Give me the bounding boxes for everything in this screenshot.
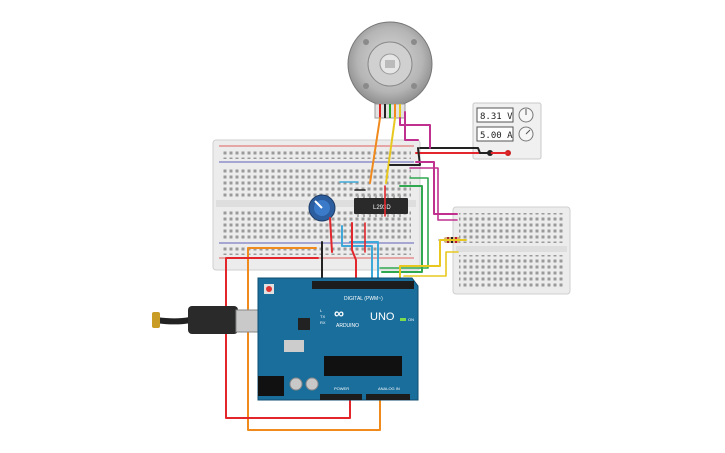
arduino-model: UNO [370,311,395,323]
tx-label: TX [320,314,325,319]
power-header[interactable] [320,394,362,400]
potentiometer-knob-icon[interactable] [308,194,336,222]
l-led-label: L [320,308,323,313]
wires[interactable] [225,111,509,431]
arduino-brand: ARDUINO [336,323,359,329]
usb-plug-icon [152,312,160,328]
l293d-chip[interactable]: L293D [354,195,408,217]
power-supply[interactable]: 8.31 V 5.00 A [472,102,542,160]
reset-button[interactable] [266,286,272,292]
analog-header-label: ANALOG IN [378,386,400,391]
barrel-jack[interactable] [258,376,284,396]
power-led-icon [400,318,406,321]
analog-header[interactable] [366,394,410,400]
header-digital-label: DIGITAL (PWM~) [344,296,383,302]
usb-cable[interactable] [152,306,267,334]
arduino-uno[interactable]: DIGITAL (PWM~) ∞ ARDUINO UNO TX RX L ON … [257,277,419,401]
current-readout: 5.00 A [480,131,513,141]
atmega-chip [324,356,402,376]
rx-label: RX [320,320,326,325]
small-breadboard[interactable] [452,206,571,295]
digital-header[interactable] [312,281,414,289]
power-header-label: POWER [334,386,349,391]
voltage-knob-icon[interactable] [518,107,534,123]
arduino-logo-icon: ∞ [334,305,344,321]
current-knob-icon[interactable] [518,126,534,142]
chip-label: L293D [373,205,391,211]
on-led-label: ON [408,317,414,322]
dc-motor[interactable] [347,21,433,119]
voltage-readout: 8.31 V [480,112,513,122]
